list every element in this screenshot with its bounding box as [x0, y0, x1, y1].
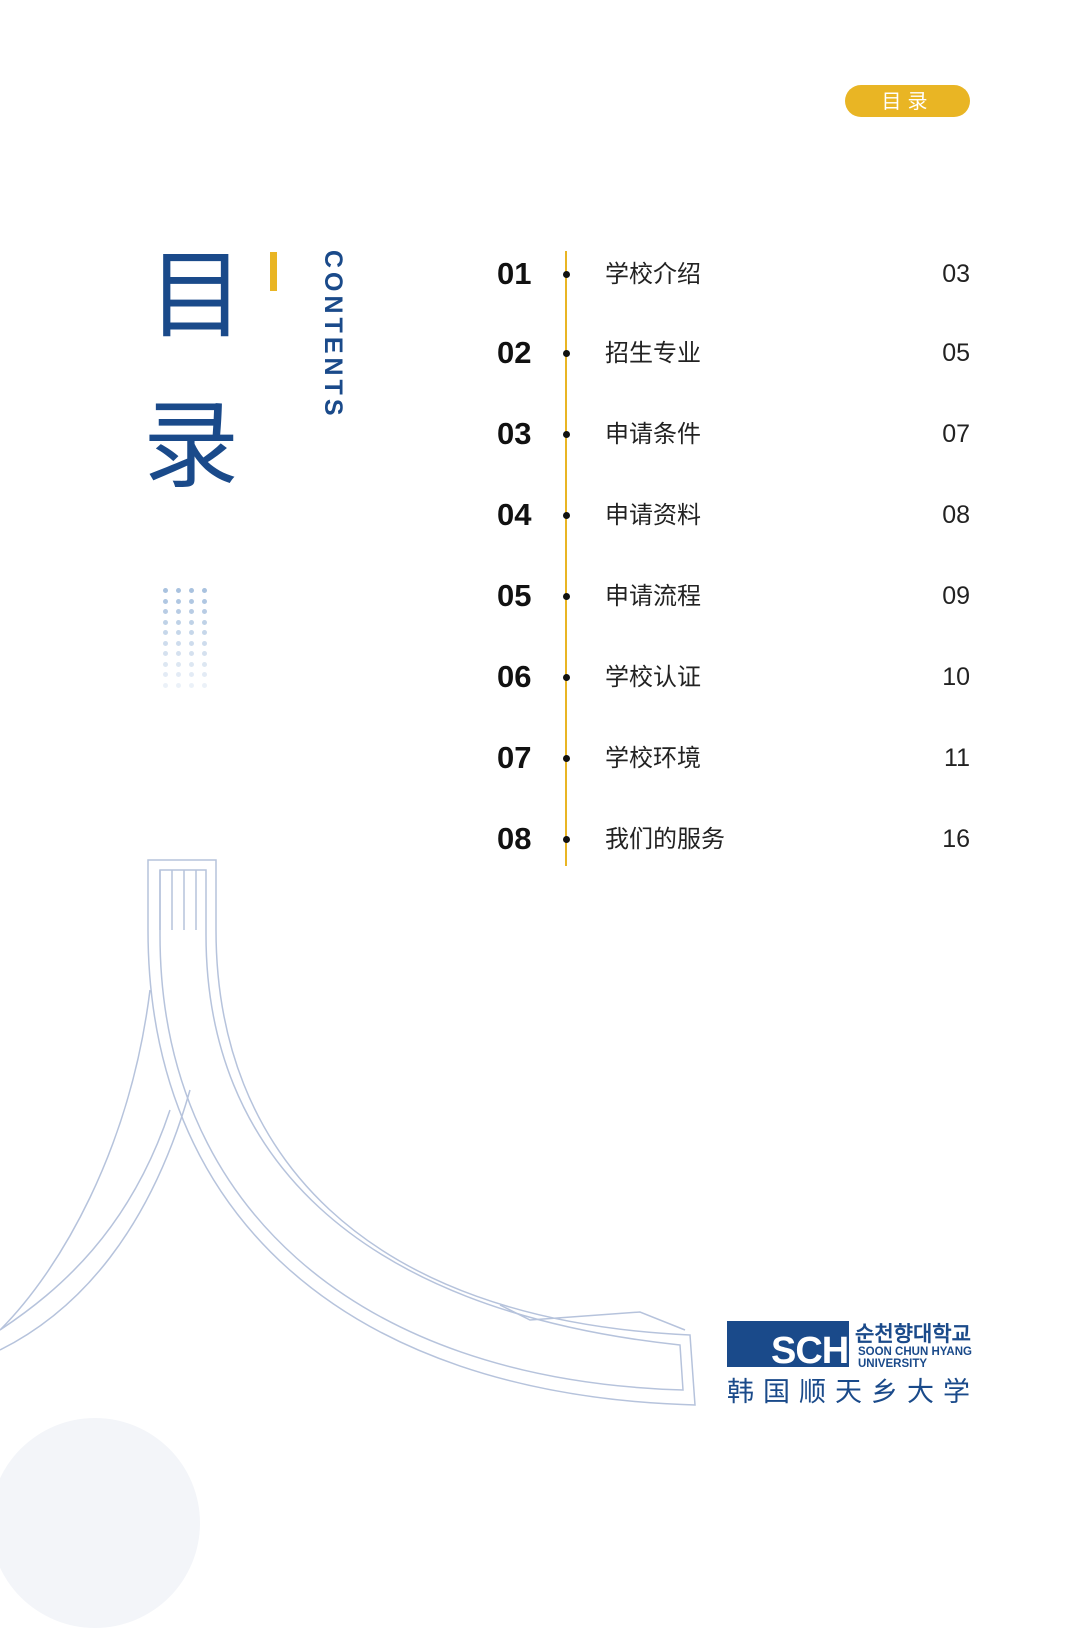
- dot: [163, 619, 168, 625]
- toc-number: 03: [497, 416, 532, 451]
- toc-page: 10: [942, 663, 970, 691]
- dot: [202, 588, 207, 593]
- dot: [163, 682, 168, 688]
- toc-number: 05: [497, 578, 532, 613]
- logo-mark: SCH: [771, 1330, 849, 1372]
- logo-english-line2: UNIVERSITY: [858, 1358, 928, 1370]
- toc-title: 学校介绍: [605, 260, 701, 288]
- dot: [202, 598, 207, 604]
- toc-page: 03: [942, 260, 970, 288]
- toc-title: 招生专业: [605, 339, 701, 367]
- bullet-dot-icon: [563, 593, 570, 600]
- toc-page: 09: [942, 582, 970, 610]
- dot: [176, 609, 181, 614]
- dot: [202, 609, 207, 614]
- toc-number: 02: [497, 335, 532, 370]
- toc-page: 16: [942, 825, 970, 853]
- timeline-line: [565, 251, 567, 866]
- toc-number: 08: [497, 821, 532, 856]
- bullet-dot-icon: [563, 350, 570, 357]
- toc-page: 07: [942, 420, 970, 448]
- dot-grid-decoration: [163, 588, 208, 688]
- toc-item[interactable]: 05 申请流程 09: [497, 576, 970, 616]
- dot: [163, 672, 168, 677]
- bullet-dot-icon: [563, 836, 570, 843]
- dot: [176, 682, 181, 688]
- dot: [202, 682, 207, 688]
- title-char-1: 目: [148, 240, 244, 352]
- toc-number: 04: [497, 497, 532, 532]
- toc-number: 01: [497, 256, 532, 291]
- dot: [176, 661, 181, 667]
- dot: [189, 672, 194, 677]
- dot: [202, 619, 207, 625]
- bullet-dot-icon: [563, 512, 570, 519]
- arch-decoration: [0, 859, 696, 1406]
- dot: [163, 661, 168, 667]
- dot: [163, 588, 168, 593]
- dot: [189, 609, 194, 614]
- dot: [202, 672, 207, 677]
- logo-english: SOON CHUN HYANG UNIVERSITY: [858, 1346, 972, 1370]
- toc-page: 05: [942, 339, 970, 367]
- logo-mark-box: [727, 1321, 849, 1367]
- bullet-dot-icon: [563, 271, 570, 278]
- dot: [163, 598, 168, 604]
- bullet-dot-icon: [563, 431, 570, 438]
- toc-item[interactable]: 04 申请资料 08: [497, 495, 970, 535]
- dot: [163, 640, 168, 646]
- logo-korean: 순천향대학교: [855, 1322, 971, 1346]
- toc-item[interactable]: 07 学校环境 11: [497, 738, 970, 778]
- dot: [176, 598, 181, 604]
- toc-title: 申请流程: [605, 582, 701, 610]
- toc-title: 申请条件: [605, 420, 701, 448]
- dot: [176, 640, 181, 646]
- dot: [202, 640, 207, 646]
- logo-chinese: 韩国顺天乡大学: [727, 1377, 979, 1408]
- section-badge: 目录: [845, 85, 970, 117]
- dot: [176, 651, 181, 656]
- toc-page: 11: [944, 744, 970, 772]
- toc-title: 学校环境: [605, 744, 701, 772]
- toc-item[interactable]: 06 学校认证 10: [497, 657, 970, 697]
- toc-item[interactable]: 01 学校介绍 03: [497, 254, 970, 294]
- dot: [163, 651, 168, 656]
- dot: [189, 598, 194, 604]
- dot: [189, 661, 194, 667]
- dot: [176, 630, 181, 635]
- dot: [189, 630, 194, 635]
- toc-item[interactable]: 03 申请条件 07: [497, 414, 970, 454]
- contents-label: CONTENTS: [319, 250, 347, 420]
- dot: [176, 588, 181, 593]
- accent-bar: [270, 252, 277, 291]
- toc-number: 07: [497, 740, 532, 775]
- dot: [189, 640, 194, 646]
- bullet-dot-icon: [563, 755, 570, 762]
- university-logo: SCH 순천향대학교 SOON CHUN HYANG UNIVERSITY 韩国…: [727, 1320, 982, 1410]
- dot: [202, 630, 207, 635]
- logo-english-line1: SOON CHUN HYANG: [858, 1346, 972, 1358]
- toc-title: 我们的服务: [605, 825, 725, 853]
- toc-number: 06: [497, 659, 532, 694]
- toc-title: 申请资料: [605, 501, 701, 529]
- dot: [189, 651, 194, 656]
- bullet-dot-icon: [563, 674, 570, 681]
- toc-item[interactable]: 08 我们的服务 16: [497, 819, 970, 859]
- toc-page: 08: [942, 501, 970, 529]
- dot: [163, 609, 168, 614]
- dot: [176, 672, 181, 677]
- toc-title: 学校认证: [605, 663, 701, 691]
- dot: [189, 682, 194, 688]
- dot: [202, 661, 207, 667]
- dot: [176, 619, 181, 625]
- dot: [189, 619, 194, 625]
- title-char-2: 录: [143, 390, 239, 502]
- circle-decoration: [0, 1418, 200, 1628]
- dot: [189, 588, 194, 593]
- dot: [163, 630, 168, 635]
- dot: [202, 651, 207, 656]
- toc-item[interactable]: 02 招生专业 05: [497, 333, 970, 373]
